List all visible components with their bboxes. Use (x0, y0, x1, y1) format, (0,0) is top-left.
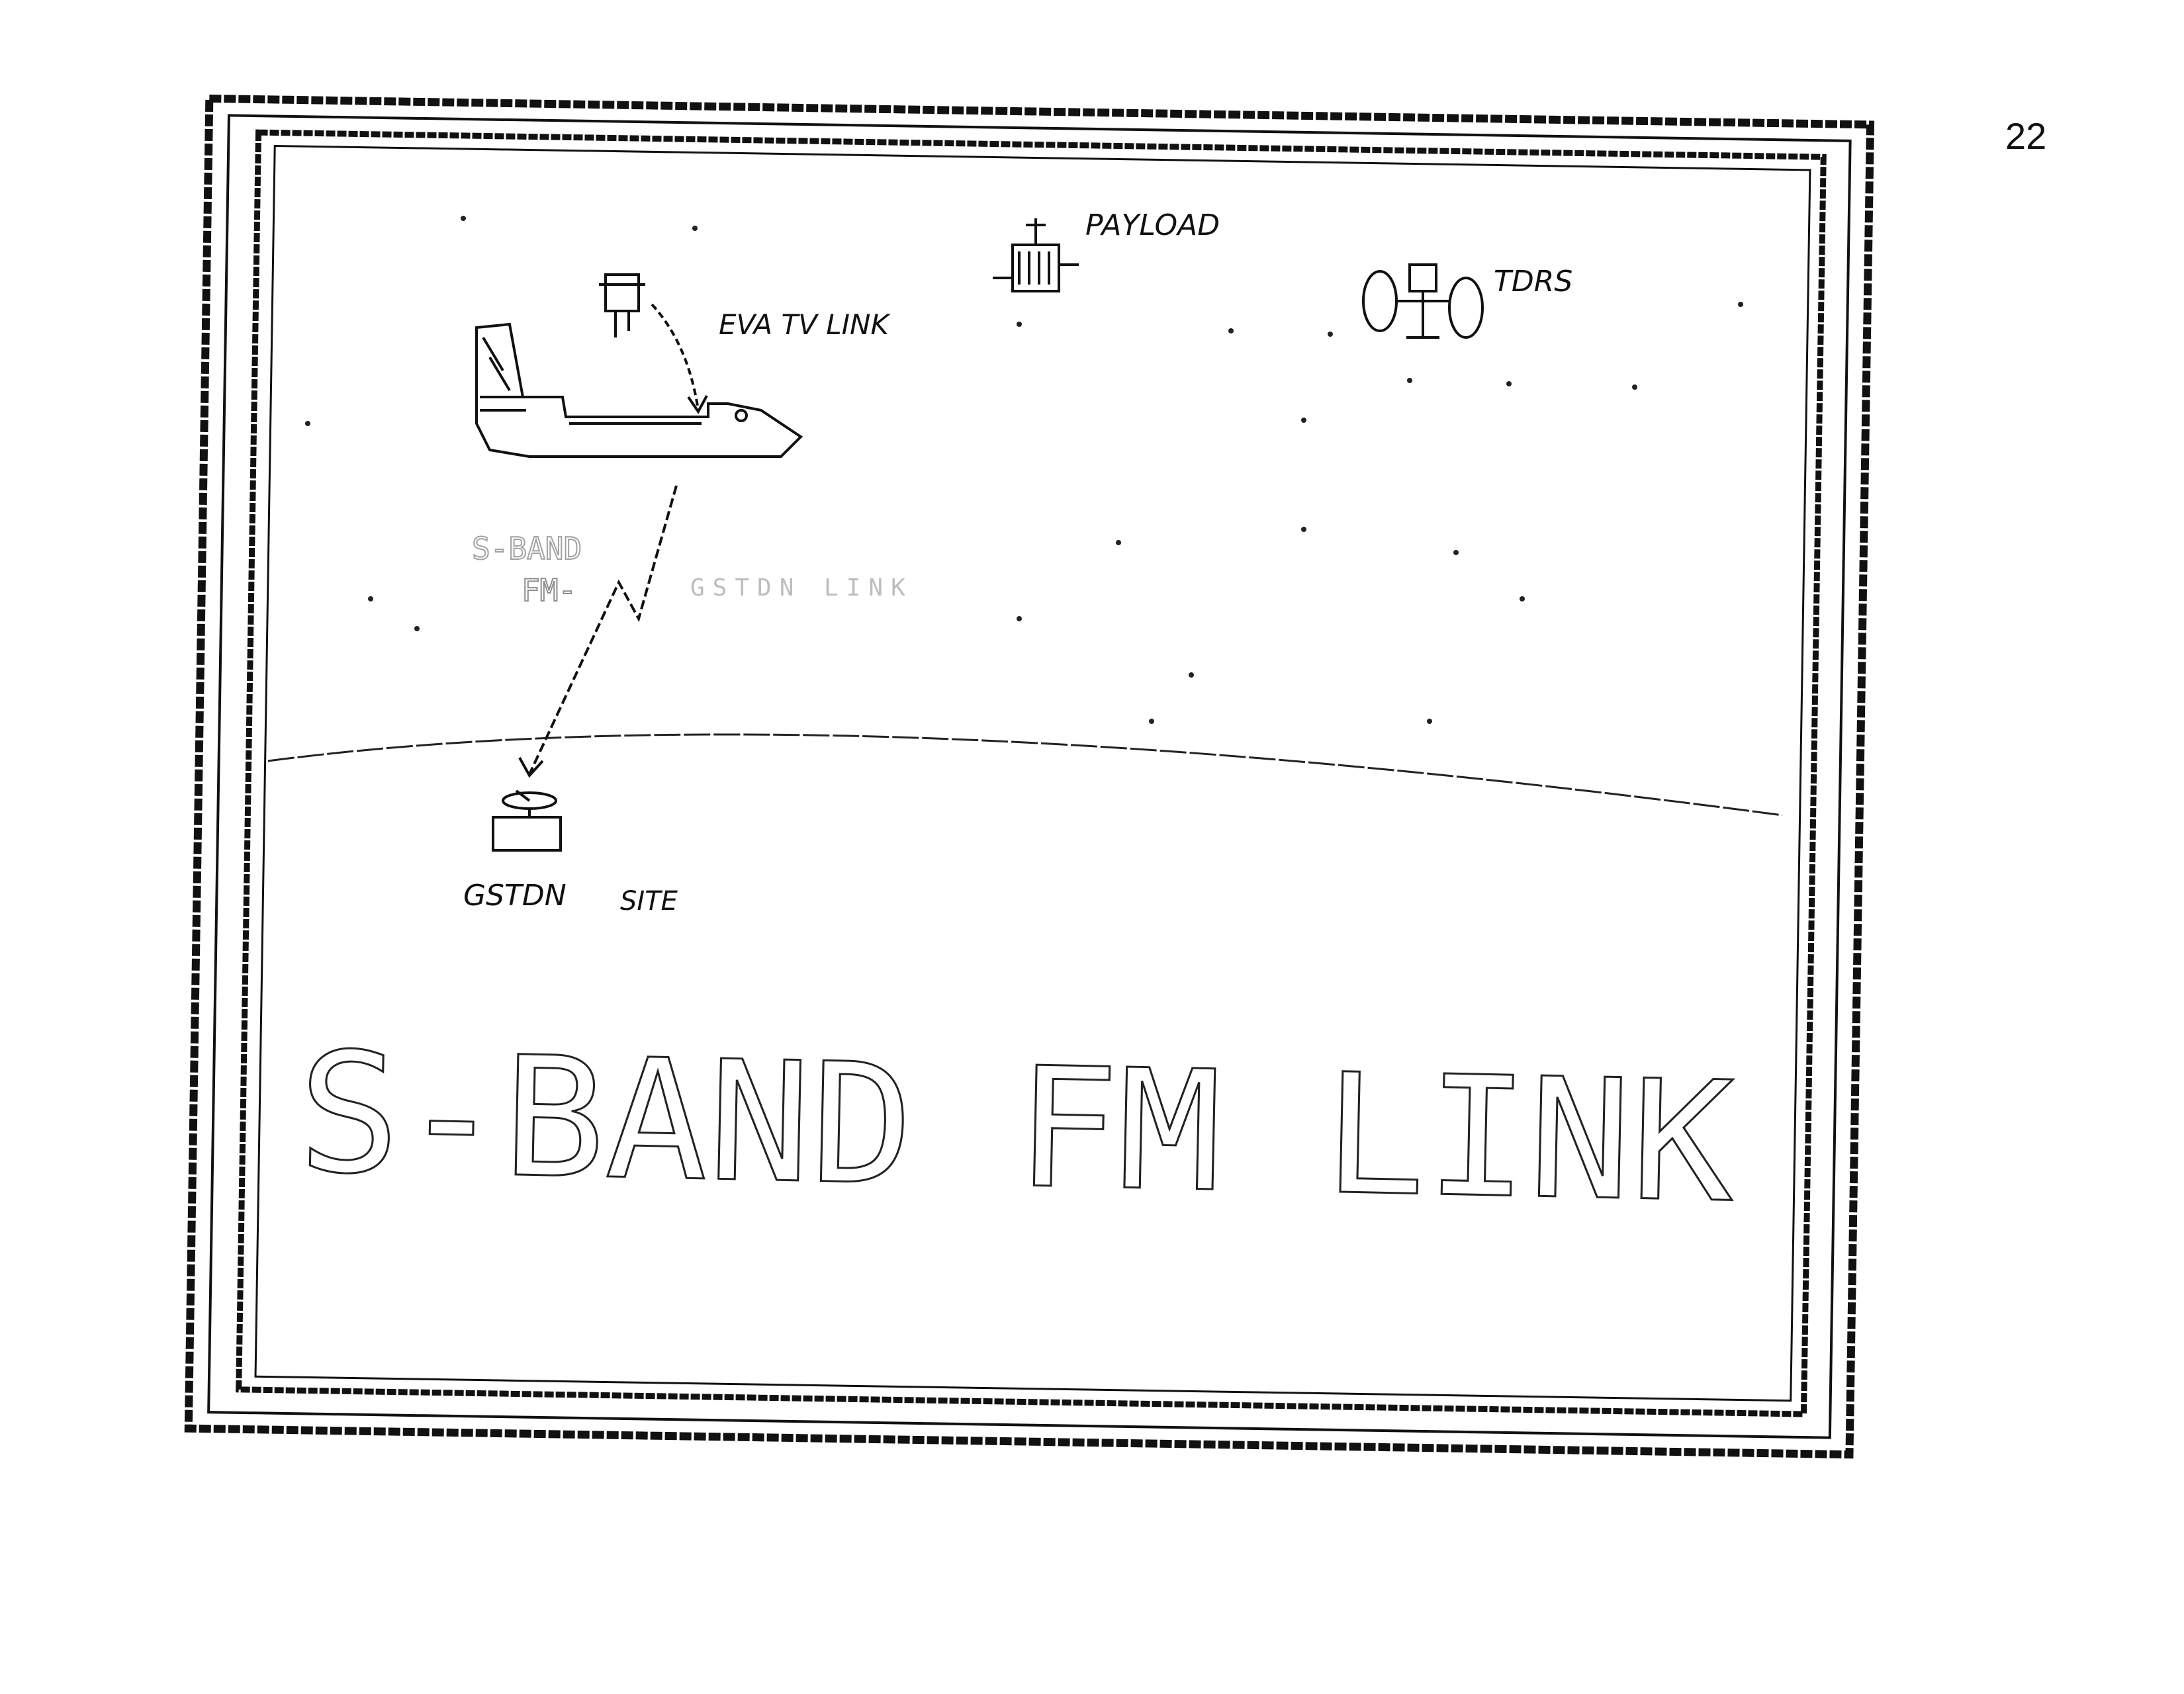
space-shuttle-icon (475, 322, 803, 458)
payload-label: PAYLOAD (1085, 208, 1220, 242)
tdrs-label: TDRS (1494, 265, 1572, 298)
eva-tv-link-label: EVA TV LINK (719, 308, 891, 341)
stars (305, 216, 1743, 724)
eva-astronaut-icon (599, 273, 645, 337)
gstdn-link-label: GSTDN LINK (690, 574, 913, 602)
payload-satellite-icon (993, 218, 1079, 292)
tdrs-satellite-icon (1362, 263, 1484, 339)
ground-station-icon (492, 789, 562, 852)
diagram-title: S-BAND FM LINK (296, 1016, 1736, 1239)
page-number: 22 (2005, 115, 2046, 157)
earth-horizon (267, 733, 1783, 817)
sband-label: S-BAND (472, 531, 582, 566)
border-frame (184, 94, 1875, 1459)
site-label: SITE (620, 886, 678, 916)
gstdn-label: GSTDN (463, 879, 567, 913)
fm-label: FM- (522, 572, 576, 608)
eva-link-arrow (651, 303, 700, 411)
sband-link-line (528, 485, 678, 775)
